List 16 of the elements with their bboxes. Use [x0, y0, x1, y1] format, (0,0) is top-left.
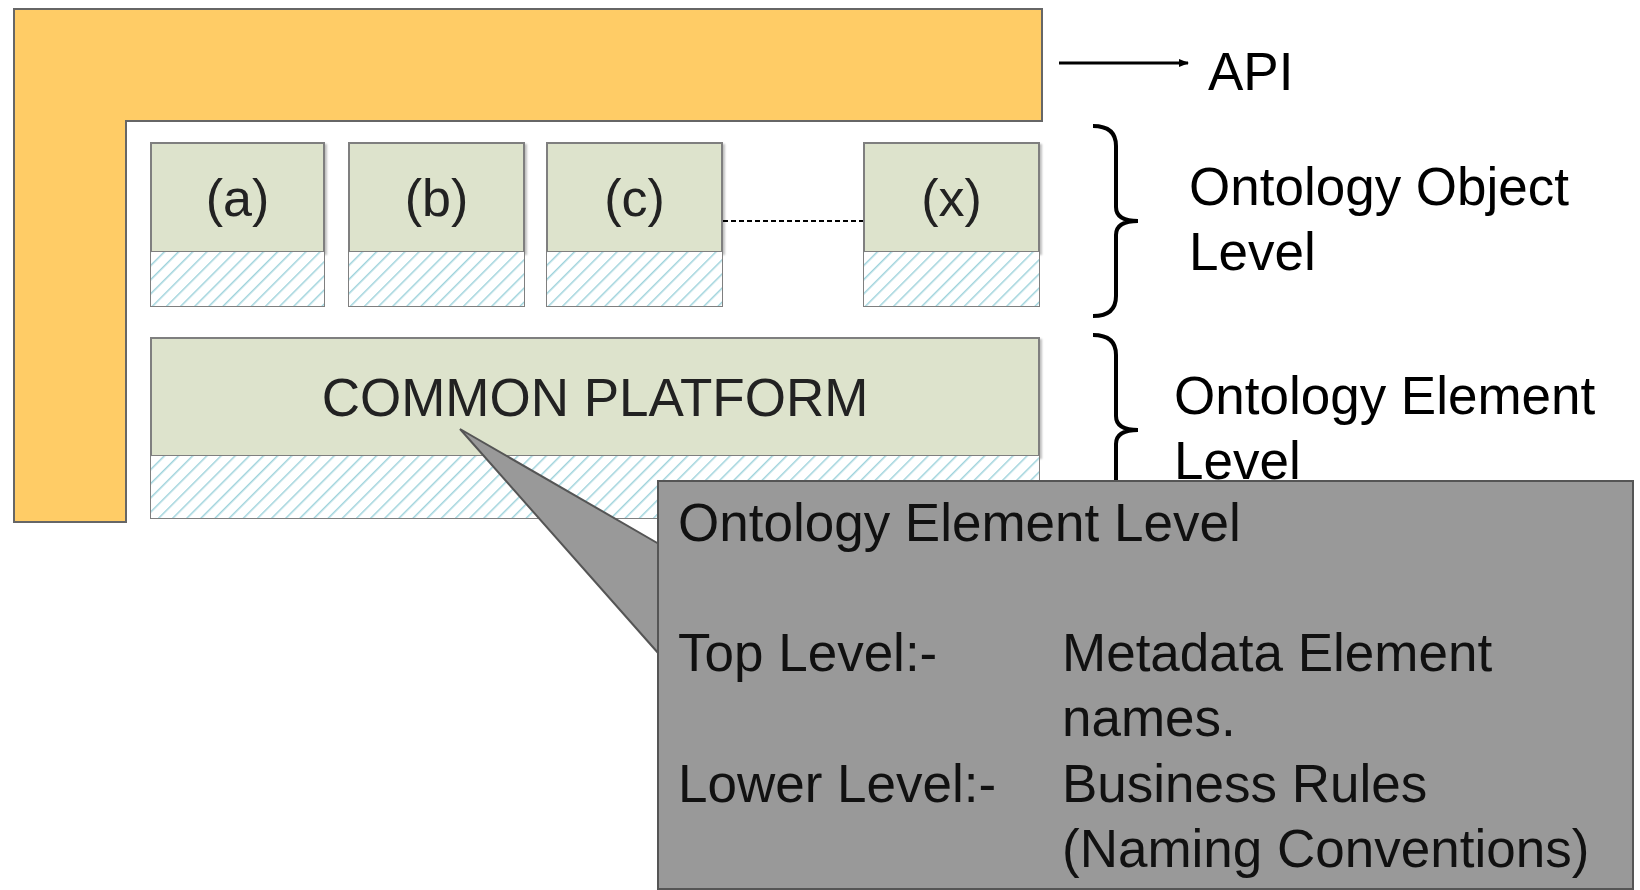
level-name: Top Level:-	[678, 622, 939, 685]
level-label: Ontology Element Level	[1174, 365, 1597, 493]
box-label: COMMON PLATFORM	[321, 370, 869, 424]
object-box	[150, 142, 325, 307]
callout-heading: Ontology Element Level	[678, 492, 1242, 554]
api-label: API	[1208, 44, 1294, 98]
object-box	[863, 142, 1040, 307]
level-name: Lower Level:-	[678, 752, 998, 815]
level-label: Ontology Object Level	[1189, 156, 1571, 284]
dotted-connector	[722, 220, 864, 222]
callout-box	[657, 480, 1634, 890]
object-box	[348, 142, 525, 307]
level-description: Metadata Element names.	[1062, 622, 1494, 750]
object-box	[546, 142, 723, 307]
level-description: Business Rules (Naming Conventions)	[1062, 752, 1591, 880]
arrow	[1059, 59, 1189, 67]
